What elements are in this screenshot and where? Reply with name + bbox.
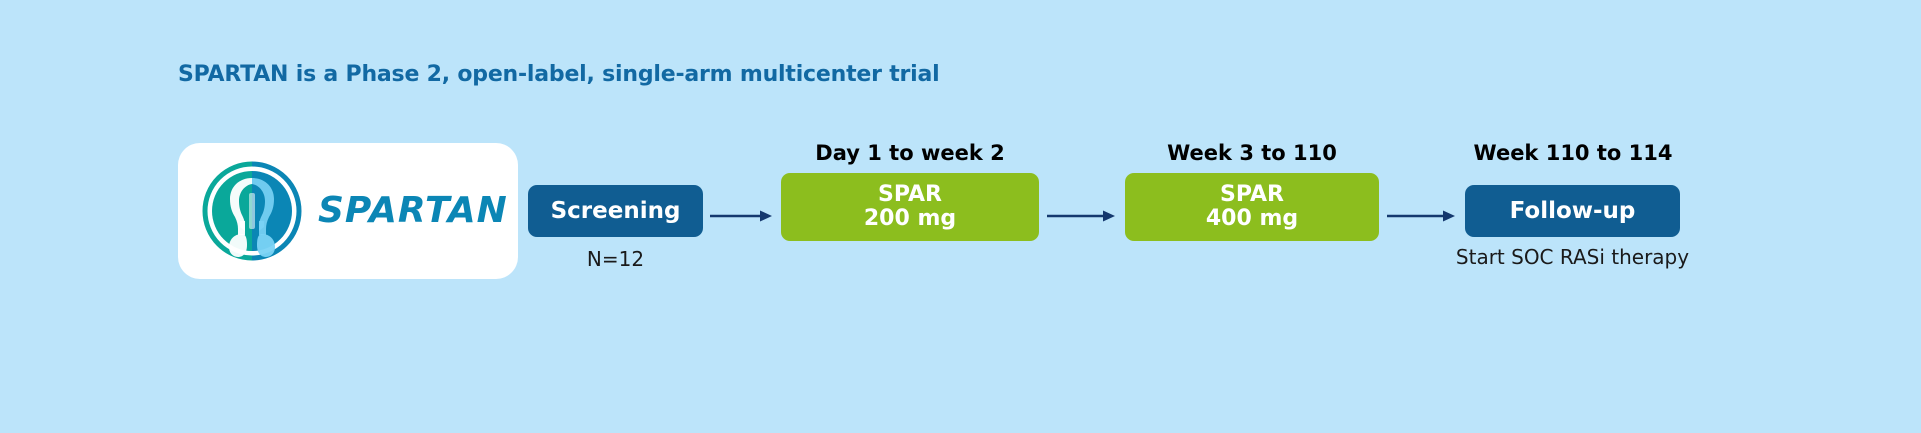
arrow-spar200-to-spar400 xyxy=(1047,209,1117,223)
node-spar-200[interactable]: SPAR 200 mg xyxy=(781,173,1039,241)
node-spar-200-drug: SPAR xyxy=(878,182,942,208)
node-spar-400[interactable]: SPAR 400 mg xyxy=(1125,173,1379,241)
spartan-helmet-kidneys-icon xyxy=(200,159,304,263)
spar-400-period-label: Week 3 to 110 xyxy=(1167,141,1337,165)
spar-200-period-label: Day 1 to week 2 xyxy=(815,141,1005,165)
screening-enrollment-count: N=12 xyxy=(586,247,645,271)
follow-up-period-label: Week 110 to 114 xyxy=(1473,141,1673,165)
node-spar-400-dose: 400 mg xyxy=(1205,206,1299,231)
page-title: SPARTAN is a Phase 2, open-label, single… xyxy=(178,62,940,87)
arrow-screening-to-spar200 xyxy=(710,209,774,223)
node-follow-up[interactable]: Follow-up xyxy=(1465,185,1680,237)
arrow-spar400-to-followup xyxy=(1387,209,1457,223)
node-screening[interactable]: Screening xyxy=(528,185,703,237)
node-screening-label: Screening xyxy=(550,197,681,224)
node-follow-up-label: Follow-up xyxy=(1509,197,1636,224)
node-spar-400-drug: SPAR xyxy=(1220,182,1284,208)
node-spar-200-dose: 200 mg xyxy=(863,206,957,231)
spartan-logo-card: SPARTAN xyxy=(178,143,518,279)
follow-up-soc-note: Start SOC RASi therapy xyxy=(1455,245,1690,269)
spartan-wordmark: SPARTAN xyxy=(318,190,508,231)
